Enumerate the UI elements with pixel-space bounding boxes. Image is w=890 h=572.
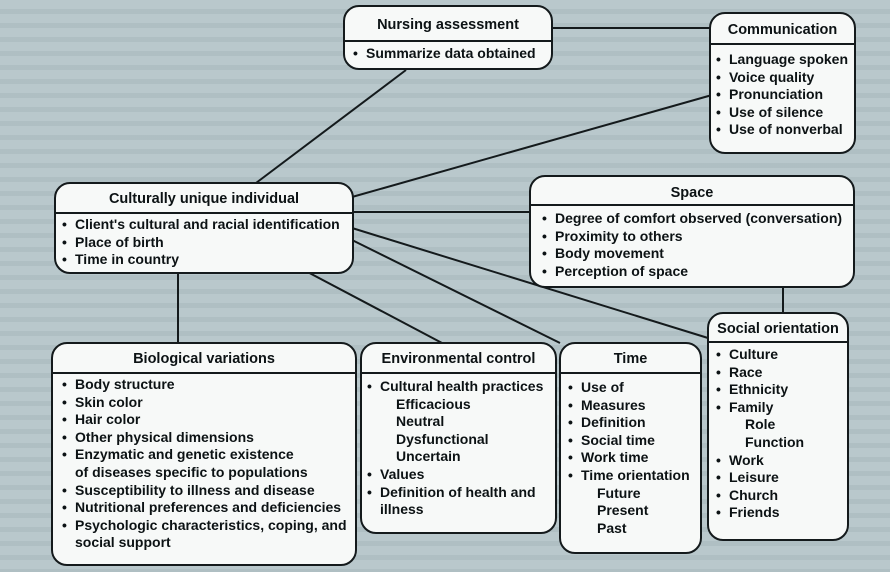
environmental-control-list: Cultural health practices Efficacious Ne… [366, 378, 543, 519]
list-item: Race [715, 364, 804, 382]
list-item: Friends [715, 504, 804, 522]
nursing-assessment-divider [345, 40, 551, 42]
list-item: Values [366, 466, 543, 484]
list-item: Time in country [61, 251, 340, 269]
space-list: Degree of comfort observed (conversation… [541, 210, 842, 280]
space-box: Space Degree of comfort observed (conver… [529, 175, 855, 288]
list-item: Definition of health and [366, 484, 543, 502]
list-item: Use of silence [715, 104, 848, 122]
nursing-assessment-title: Nursing assessment [377, 17, 519, 33]
culturally-unique-individual-title: Culturally unique individual [108, 191, 300, 207]
environmental-control-title: Environmental control [381, 351, 536, 367]
time-divider [561, 372, 700, 374]
social-orientation-divider [709, 341, 847, 343]
connector-unique-to-social [351, 227, 709, 339]
list-item: Neutral [396, 413, 445, 430]
list-item: Culture [715, 346, 804, 364]
list-item: social support [75, 534, 171, 551]
list-item: Other physical dimensions [61, 429, 347, 447]
list-item: Susceptibility to illness and disease [61, 482, 347, 500]
time-title: Time [613, 351, 648, 367]
list-item: Dysfunctional [396, 430, 489, 447]
list-item: Body movement [541, 245, 842, 263]
list-item: Nutritional preferences and deficiencies [61, 499, 347, 517]
biological-variations-list: Body structure Skin color Hair color Oth… [61, 376, 347, 552]
list-item: Perception of space [541, 263, 842, 281]
connector-unique-to-environmental [299, 267, 443, 344]
list-item: Summarize data obtained [352, 45, 536, 63]
list-item: Definition [567, 414, 690, 432]
communication-box: Communication Language spoken Voice qual… [709, 12, 856, 154]
culturally-unique-individual-list: Client's cultural and racial identificat… [61, 216, 340, 269]
biological-variations-title: Biological variations [133, 351, 275, 367]
list-item: Past [597, 519, 627, 536]
list-item: Future [597, 484, 641, 501]
communication-list: Language spoken Voice quality Pronunciat… [715, 51, 848, 139]
space-divider [531, 204, 853, 206]
list-item: Uncertain [396, 448, 461, 465]
communication-title: Communication [727, 22, 838, 38]
social-orientation-title: Social orientation [717, 321, 839, 337]
list-item: Use of [567, 379, 690, 397]
list-item: Voice quality [715, 69, 848, 87]
time-box: Time Use of Measures Definition Social t… [559, 342, 702, 554]
culturally-unique-individual-divider [56, 212, 352, 214]
nursing-assessment-box: Nursing assessment Summarize data obtain… [343, 5, 553, 70]
list-item: Family [715, 399, 804, 417]
list-item: Language spoken [715, 51, 848, 69]
list-item: Leisure [715, 469, 804, 487]
social-orientation-box: Social orientation Culture Race Ethnicit… [707, 312, 849, 541]
list-item: Social time [567, 432, 690, 450]
list-item: Work [715, 452, 804, 470]
list-item: Hair color [61, 411, 347, 429]
list-item: Church [715, 487, 804, 505]
list-item: illness [380, 501, 424, 518]
list-item: Use of nonverbal [715, 121, 848, 139]
list-item: Efficacious [396, 395, 471, 412]
list-item: Client's cultural and racial identificat… [61, 216, 340, 234]
list-item: Function [745, 433, 805, 450]
list-item: Proximity to others [541, 228, 842, 246]
list-item: Place of birth [61, 234, 340, 252]
list-item: Degree of comfort observed (conversation… [541, 210, 842, 228]
time-list: Use of Measures Definition Social time W… [567, 379, 690, 537]
biological-variations-box: Biological variations Body structure Ski… [51, 342, 357, 566]
list-item: Pronunciation [715, 86, 848, 104]
space-title: Space [670, 185, 714, 201]
list-item: Body structure [61, 376, 347, 394]
list-item: Role [745, 416, 776, 433]
list-item: Present [597, 502, 649, 519]
connector-nursing-to-unique [255, 69, 407, 184]
nursing-assessment-list: Summarize data obtained [352, 45, 536, 63]
communication-divider [711, 43, 854, 45]
environmental-control-divider [362, 372, 555, 374]
culturally-unique-individual-box: Culturally unique individual Client's cu… [54, 182, 354, 274]
list-item: Psychologic characteristics, coping, and [61, 517, 347, 535]
list-item: Cultural health practices [366, 378, 543, 396]
social-orientation-list: Culture Race Ethnicity Family Role Funct… [715, 346, 804, 522]
environmental-control-box: Environmental control Cultural health pr… [360, 342, 557, 534]
list-item: of diseases specific to populations [75, 463, 308, 480]
biological-variations-divider [53, 372, 355, 374]
connector-unique-to-time [351, 239, 561, 344]
list-item: Enzymatic and genetic existence [61, 446, 347, 464]
connector-communication-to-unique [351, 94, 713, 198]
list-item: Work time [567, 449, 690, 467]
list-item: Skin color [61, 394, 347, 412]
list-item: Ethnicity [715, 381, 804, 399]
list-item: Time orientation [567, 467, 690, 485]
list-item: Measures [567, 397, 690, 415]
